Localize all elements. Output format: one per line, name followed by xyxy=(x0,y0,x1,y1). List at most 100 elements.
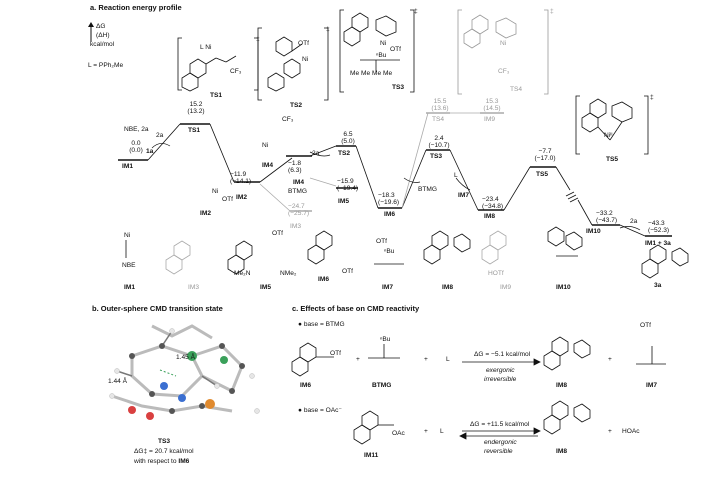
case2-oac: OAc xyxy=(392,430,405,437)
im4-level-label: IM4 xyxy=(293,179,304,186)
panel-c-drawings xyxy=(291,336,666,445)
btmg-label-2: BTMG xyxy=(418,186,438,193)
ts3-energy: 2.4(−10.7) xyxy=(428,135,450,149)
o-atom-icon xyxy=(128,406,136,414)
connector-im6-ts3 xyxy=(401,149,427,209)
ts1-cf3: CF₃ xyxy=(230,68,242,75)
im6-ring-2 xyxy=(307,244,325,265)
im2-otf: OTf xyxy=(222,196,233,203)
case2-byproduct: HOAc xyxy=(622,428,640,435)
arrow-2a-icon xyxy=(151,143,171,149)
case1-product-1: IM8 xyxy=(556,382,567,389)
panel-b-caption: TS3 xyxy=(158,438,171,445)
im3-ring-2 xyxy=(165,254,183,275)
ts1-label: TS1 xyxy=(188,127,201,134)
ts1-struct-label: TS1 xyxy=(210,92,223,99)
im7-struct-label: IM7 xyxy=(382,284,393,291)
im7-level-label: IM7 xyxy=(458,192,469,199)
im4-struct-label: IM4 xyxy=(262,162,273,169)
im8-energy: −23.4(−34.8) xyxy=(482,196,504,210)
panel-a-title: a. Reaction energy profile xyxy=(90,3,182,12)
im7-otf: OTf xyxy=(376,238,387,245)
btmg-label: BTMG xyxy=(288,188,308,195)
axis-break-icon xyxy=(565,191,579,203)
3a-ring-2 xyxy=(641,258,659,279)
im8-ring-1 xyxy=(431,230,449,251)
im2-energy: −11.9(−14.1) xyxy=(230,171,252,185)
im3-energy: −24.7(−25.7) xyxy=(288,203,310,217)
im5-otf: OTf xyxy=(272,230,283,237)
connector-im8-ts5 xyxy=(503,166,531,211)
o-atom-icon xyxy=(146,412,154,420)
im3-struct-label: IM3 xyxy=(188,284,199,291)
ts3-ring-2 xyxy=(343,26,361,47)
bond-distance-2: 1.45 Å xyxy=(176,354,196,361)
ts2-energy: 6.5(5.0) xyxy=(341,131,355,145)
im9-ring-2 xyxy=(481,244,499,265)
ni-atom-icon xyxy=(187,351,197,361)
im4-ni: Ni xyxy=(262,142,269,149)
1a-label: 1a xyxy=(146,148,154,155)
connector-ts1-im2 xyxy=(209,123,235,183)
ts5-ddag: ‡ xyxy=(650,94,654,101)
ts2-ddag: ‡ xyxy=(326,26,330,33)
legend-dg: ΔG xyxy=(96,23,106,30)
ts5-ring-3 xyxy=(611,101,633,123)
ts4-ni: Ni xyxy=(500,40,507,47)
ts5-bracket xyxy=(575,95,649,155)
ts5-level-label: TS5 xyxy=(536,171,549,178)
case1-desc-1: exergonic xyxy=(486,367,515,374)
ts3-ni: Ni xyxy=(380,40,387,47)
ts2-ni: Ni xyxy=(302,56,309,63)
im8-level-label: IM8 xyxy=(484,213,495,220)
3a-struct-label: 3a xyxy=(654,282,662,289)
panel-b-respect: with respect to IM6 xyxy=(134,458,190,465)
case1-dg: ΔG = −5.1 kcal/mol xyxy=(474,351,531,358)
l-label: L xyxy=(454,172,458,179)
case1-plus-1: + xyxy=(356,356,360,363)
up-arrow-icon xyxy=(88,22,94,42)
ts4-ring-3 xyxy=(495,17,517,39)
connector-im2-im4 xyxy=(259,157,293,183)
im10-struct-label: IM10 xyxy=(556,284,571,291)
ts3-ring-3 xyxy=(375,15,397,37)
im5-level-label: IM5 xyxy=(338,198,349,205)
im9-struct-label: IM9 xyxy=(500,284,511,291)
connector-ts2-im6 xyxy=(355,145,379,209)
ts5-struct-label: TS5 xyxy=(606,156,619,163)
panel-b-energy: ΔG‡ = 20.7 kcal/mol xyxy=(134,448,194,455)
ts3-ddag: ‡ xyxy=(414,8,418,15)
ts4-level-label: TS4 xyxy=(432,116,445,123)
im6-otf: OTf xyxy=(342,268,353,275)
im8-ring-3 xyxy=(453,233,471,253)
im5-struct-label: IM5 xyxy=(260,284,271,291)
ts4-energy: 15.5(13.6) xyxy=(431,98,449,112)
ni-atom-icon xyxy=(220,356,228,364)
legend-dh: (ΔH) xyxy=(96,32,110,39)
ts4-struct-label: TS4 xyxy=(510,86,523,93)
2a-label-2: 2a xyxy=(312,150,320,157)
ts2-ring-3 xyxy=(267,72,285,92)
connector-im4-im5 xyxy=(309,177,337,187)
energy-profile xyxy=(118,112,672,237)
im1-frag-ni: Ni xyxy=(124,232,131,239)
im9-energy: 15.3(14.5) xyxy=(483,98,501,112)
case2-product: IM8 xyxy=(556,448,567,455)
ts4-cf3: CF₃ xyxy=(498,68,510,75)
case1-product-2: IM7 xyxy=(646,382,657,389)
panel-b-title: b. Outer-sphere CMD transition state xyxy=(92,304,223,313)
im2-label: IM2 xyxy=(236,194,247,201)
im5-ring-2 xyxy=(227,254,245,275)
ts4-bracket xyxy=(457,9,549,95)
ts2-ring-2 xyxy=(283,58,301,79)
case1-desc-2: irreversible xyxy=(484,376,517,383)
case2-reactant: IM11 xyxy=(364,452,379,459)
connector-im4-ts2 xyxy=(309,145,337,157)
case2-plus-2: + xyxy=(608,428,612,435)
im6-level-label: IM6 xyxy=(384,211,395,218)
im8-ring-2 xyxy=(423,244,441,265)
im2-struct-label: IM2 xyxy=(200,210,211,217)
p-atom-icon xyxy=(205,399,215,409)
case2-plus: + xyxy=(424,428,428,435)
im10-level-label: IM10 xyxy=(586,228,601,235)
